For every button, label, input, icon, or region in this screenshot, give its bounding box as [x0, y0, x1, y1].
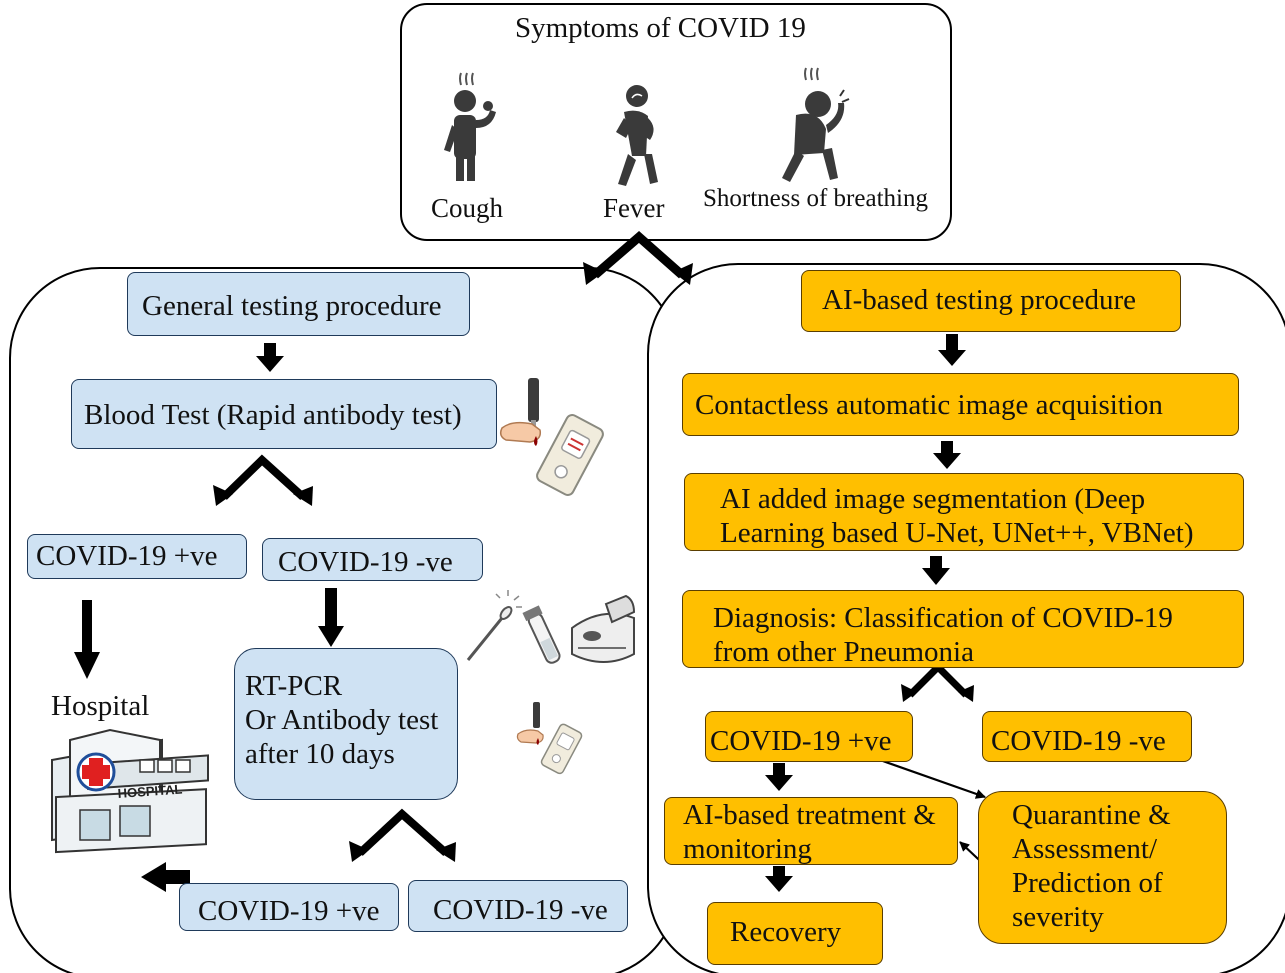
ai-testing-header: AI-based testing procedure [801, 270, 1181, 332]
quarantine-line-4: severity [1012, 901, 1104, 933]
down-arrow-segmentation-to-diagnosis [922, 556, 950, 585]
down-arrow-general-to-blood [256, 343, 284, 372]
pcr-machine-icon [571, 594, 636, 663]
hospital-label: Hospital [51, 690, 150, 722]
diagnosis-line-1: Diagnosis: Classification of COVID-19 [713, 602, 1173, 634]
cough-person-icon [444, 72, 496, 181]
down-arrow-treatment-to-recovery [765, 866, 793, 892]
quarantine-line-1: Quarantine & [1012, 799, 1171, 831]
sample-tube-icon [522, 605, 561, 664]
general-testing-header: General testing procedure [127, 272, 470, 336]
segmentation-line-1: AI added image segmentation (Deep [720, 483, 1146, 515]
recovery-box: Recovery [707, 902, 883, 965]
hospital-building-icon [51, 728, 209, 854]
rapid-test-kit-icon [536, 414, 604, 496]
nasal-swab-icon [466, 590, 522, 661]
treatment-line-2: monitoring [683, 833, 812, 865]
split-arrow-symptoms [592, 231, 685, 279]
split-arrow-right-head [673, 263, 693, 285]
split-arrow-rtpcr [349, 808, 456, 862]
split-arrow-left-head [583, 262, 604, 285]
down-arrow-negative-to-rtpcr [318, 588, 344, 647]
down-arrow-ai-to-acquisition [938, 334, 966, 366]
finger-prick-small-icon [516, 702, 544, 745]
fever-person-icon [616, 85, 658, 186]
quarantine-line-3: Prediction of [1012, 867, 1163, 899]
symptom-fever-label: Fever [603, 193, 665, 223]
down-arrow-positive-to-hospital [74, 600, 100, 679]
rapid-test-kit-small-icon [540, 723, 583, 775]
ai-positive-box: COVID-19 +ve [705, 711, 913, 762]
down-arrow-acquisition-to-segmentation [933, 441, 961, 469]
left-arrow-positive2-to-hospital [141, 862, 190, 892]
quarantine-line-2: Assessment/ [1012, 833, 1157, 865]
symptom-breath-label: Shortness of breathing [703, 185, 928, 212]
rtpcr-line-1: RT-PCR [245, 670, 343, 702]
general-positive2-box: COVID-19 +ve [179, 883, 399, 931]
acquisition-box: Contactless automatic image acquisition [682, 373, 1239, 436]
blood-test-box: Blood Test (Rapid antibody test) [71, 379, 497, 449]
treatment-box: AI-based treatment & monitoring [664, 797, 958, 865]
quarantine-box: Quarantine & Assessment/ Prediction of s… [978, 791, 1227, 944]
down-arrow-positive-to-treatment [765, 763, 793, 791]
segmentation-line-2: Learning based U-Net, UNet++, VBNet) [720, 517, 1194, 549]
rtpcr-line-3: after 10 days [245, 738, 395, 770]
finger-prick-icon [499, 378, 542, 446]
split-arrow-blood [213, 454, 313, 506]
general-panel [9, 267, 679, 973]
diagnosis-box: Diagnosis: Classification of COVID-19 fr… [682, 590, 1244, 668]
ai-negative-box: COVID-19 -ve [982, 711, 1192, 762]
diagnosis-line-2: from other Pneumonia [713, 636, 974, 668]
general-negative2-box: COVID-19 -ve [408, 880, 628, 932]
general-positive-box: COVID-19 +ve [27, 534, 247, 579]
symptoms-panel [400, 3, 952, 241]
rtpcr-line-2: Or Antibody test [245, 704, 439, 736]
symptom-cough-label: Cough [431, 193, 504, 223]
arrow-positive-to-quarantine [879, 758, 986, 799]
rtpcr-box: RT-PCR Or Antibody test after 10 days [234, 648, 458, 800]
breathless-person-icon [782, 67, 850, 182]
segmentation-box: AI added image segmentation (Deep Learni… [684, 473, 1244, 551]
treatment-line-1: AI-based treatment & [683, 799, 936, 831]
general-negative-box: COVID-19 -ve [262, 538, 483, 581]
symptoms-title: Symptoms of COVID 19 [515, 12, 806, 44]
hospital-sign-text: HOSPITAL [117, 782, 183, 801]
